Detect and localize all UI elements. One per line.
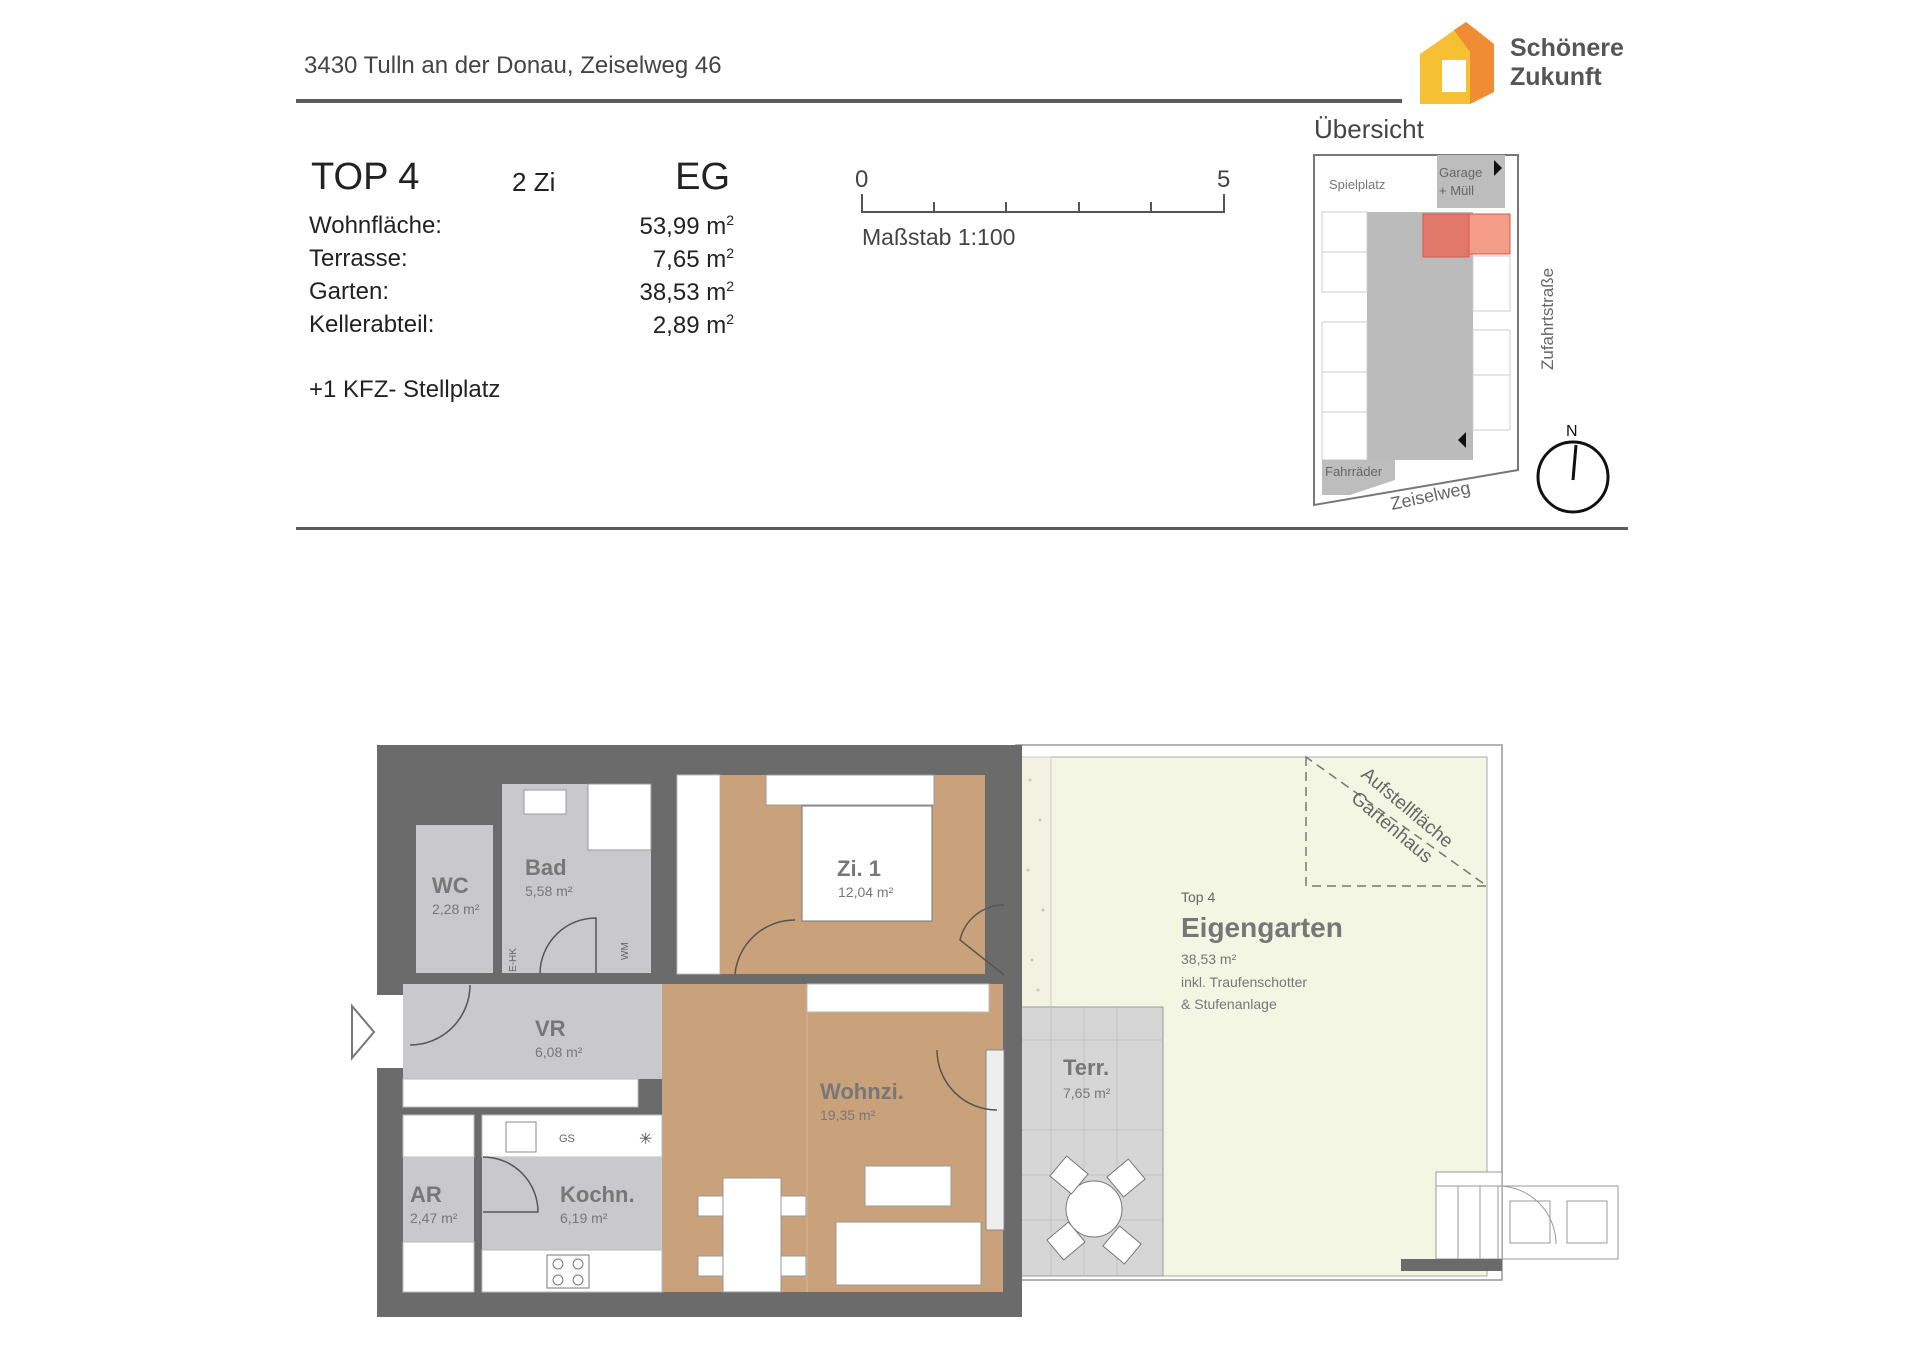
site-overview-map: Spielplatz Garage + Müll Fahrräder Zeise… [1313,154,1610,514]
window-door [985,1049,1005,1231]
terrace-table-set [1046,1155,1146,1265]
room-area-bad: 5,58 m² [525,883,573,899]
compass-north: N [1566,423,1578,440]
header-rule [296,99,1402,103]
address: 3430 Tulln an der Donau, Zeiselweg 46 [304,52,722,79]
unit-floor: EG [675,156,730,198]
scale-start: 0 [855,166,869,193]
room-area-wc: 2,28 m² [432,901,480,917]
room-name-vr: VR [535,1016,566,1041]
gravel-strip [1020,756,1052,1008]
garden-note-2: & Stufenanlage [1181,996,1277,1012]
room-area-wohnzi: 19,35 m² [820,1107,876,1123]
brand-logo-icon [1420,22,1494,104]
overview-title: Übersicht [1314,114,1424,144]
room-area-terr: 7,65 m² [1063,1085,1111,1101]
brand-name-line2: Zukunft [1510,63,1602,91]
entrance-arrow-icon [351,1003,376,1061]
area-label: Wohnfläche: [309,212,442,239]
fridge-icon: ✳ [639,1131,652,1148]
wardrobe [676,774,721,975]
parking-note: +1 KFZ- Stellplatz [309,376,501,403]
garden-note-1: inkl. Traufenschotter [1181,974,1307,990]
area-value: 2,89 m2 [652,311,734,339]
area-label: Garten: [309,278,390,305]
heater-label: E-HK [508,948,519,972]
scale-bar [861,194,1225,213]
unit-rooms: 2 Zi [512,167,556,197]
room-name-kochn: Kochn. [560,1182,635,1207]
coffee-table [864,1165,952,1207]
room-name-ar: AR [410,1182,442,1207]
dishwasher-label: GS [559,1133,575,1145]
scale-label: Maßstab 1:100 [862,224,1016,250]
room-vr [403,984,662,1079]
area-label: Terrasse: [309,245,408,272]
room-area-vr: 6,08 m² [535,1044,583,1060]
dining-table [722,1177,782,1293]
site-label-muell: + Müll [1439,183,1474,198]
area-value: 38,53 m2 [639,278,734,306]
room-name-wc: WC [432,873,469,898]
street-zufahrtstrasse: Zufahrtstraße [1538,268,1557,370]
garden-top: Top 4 [1181,889,1215,905]
room-area-ar: 2,47 m² [410,1210,458,1226]
kitchen-counter-bottom [481,1249,663,1293]
garden-area: 38,53 m² [1181,951,1237,967]
area-value: 53,99 m2 [639,212,734,240]
site-label-garage: Garage [1439,165,1482,180]
scale-end: 5 [1217,166,1231,193]
room-ar [403,1157,474,1242]
site-label-fahrraeder: Fahrräder [1325,464,1383,479]
compass-needle-icon [1571,444,1578,481]
room-name-terr: Terr. [1063,1055,1109,1080]
room-area-zi1: 12,04 m² [838,884,894,900]
sofa [835,1221,982,1286]
area-label: Kellerabteil: [309,311,435,338]
section-rule [296,527,1628,530]
garden-name: Eigengarten [1181,912,1343,943]
room-name-wohnzi: Wohnzi. [820,1079,904,1104]
garden-shed-area [1305,755,1490,887]
room-area-kochn: 6,19 m² [560,1210,608,1226]
room-wc [416,825,493,973]
room-name-bad: Bad [525,855,567,880]
cooktop-icon [546,1254,590,1289]
site-label-spielplatz: Spielplatz [1329,177,1385,192]
brand-name-line1: Schönere [1510,34,1624,62]
room-kochn [482,1157,662,1250]
washing-machine-label: WM [620,942,631,960]
area-value: 7,65 m2 [652,245,734,273]
room-name-zi1: Zi. 1 [837,856,881,881]
bed [801,805,933,922]
unit-name: TOP 4 [311,156,420,198]
